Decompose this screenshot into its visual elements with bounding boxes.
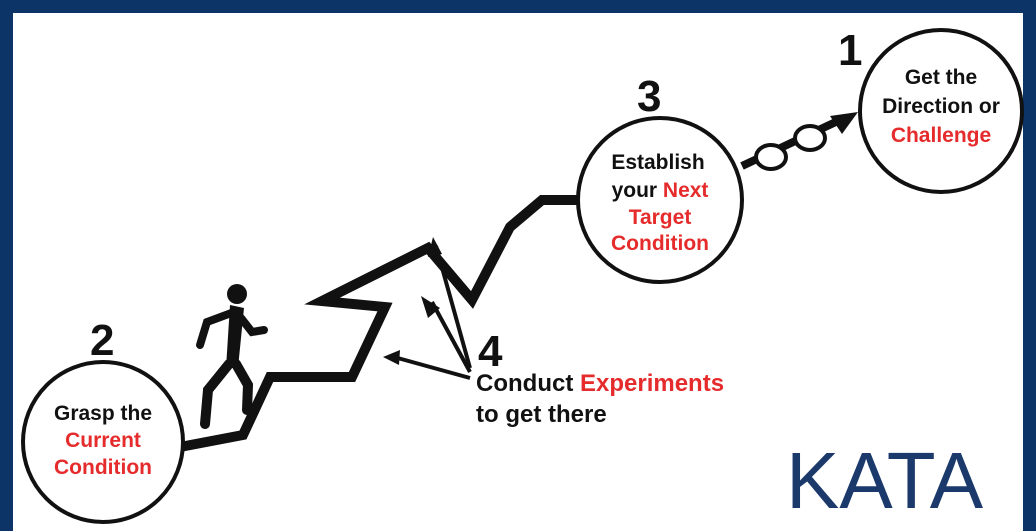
step-4-line-1: Conduct Experiments: [476, 370, 724, 397]
arrow-icon: [393, 355, 471, 380]
step-3-line-2: your Next: [612, 179, 709, 202]
step-1-circle: [858, 28, 1024, 194]
bubble-icon: [754, 143, 788, 171]
arrow-icon: [430, 301, 472, 373]
arrow-icon: [383, 350, 400, 365]
step-2-circle: [21, 360, 185, 524]
step-3-line-2-plain: your: [612, 179, 663, 202]
step-4-line-2: to get there: [476, 401, 607, 428]
arrow-icon: [428, 237, 442, 257]
step-1-line-3: Challenge: [891, 124, 991, 147]
step-3-circle: [576, 116, 744, 284]
step-3-line-2-red: Next: [663, 179, 709, 202]
step-1-line-2: Direction or: [882, 95, 1000, 118]
step-4-line-1-plain: Conduct: [476, 370, 580, 397]
step-1-line-1: Get the: [905, 66, 977, 89]
step-3-number: 3: [637, 72, 661, 121]
running-person-icon: [196, 284, 268, 429]
kata-title: KATA: [786, 436, 984, 525]
step-2-line-1: Grasp the: [54, 402, 152, 425]
staircase-path: [175, 195, 581, 452]
step-4-number: 4: [478, 327, 503, 376]
step-2-line-2: Current: [65, 429, 141, 452]
step-4-line-1-red: Experiments: [580, 370, 724, 397]
step-3-line-3: Target: [629, 206, 692, 229]
bubble-icon: [793, 124, 827, 152]
arrow-icon: [434, 245, 472, 369]
step-3-line-1: Establish: [611, 151, 704, 174]
arrow-icon: [421, 296, 440, 318]
step-3-line-4: Condition: [611, 232, 709, 255]
arrow-icon: [830, 112, 858, 134]
step-1-number: 1: [838, 26, 862, 75]
step-2-line-3: Condition: [54, 456, 152, 479]
step-2-number: 2: [90, 316, 114, 365]
